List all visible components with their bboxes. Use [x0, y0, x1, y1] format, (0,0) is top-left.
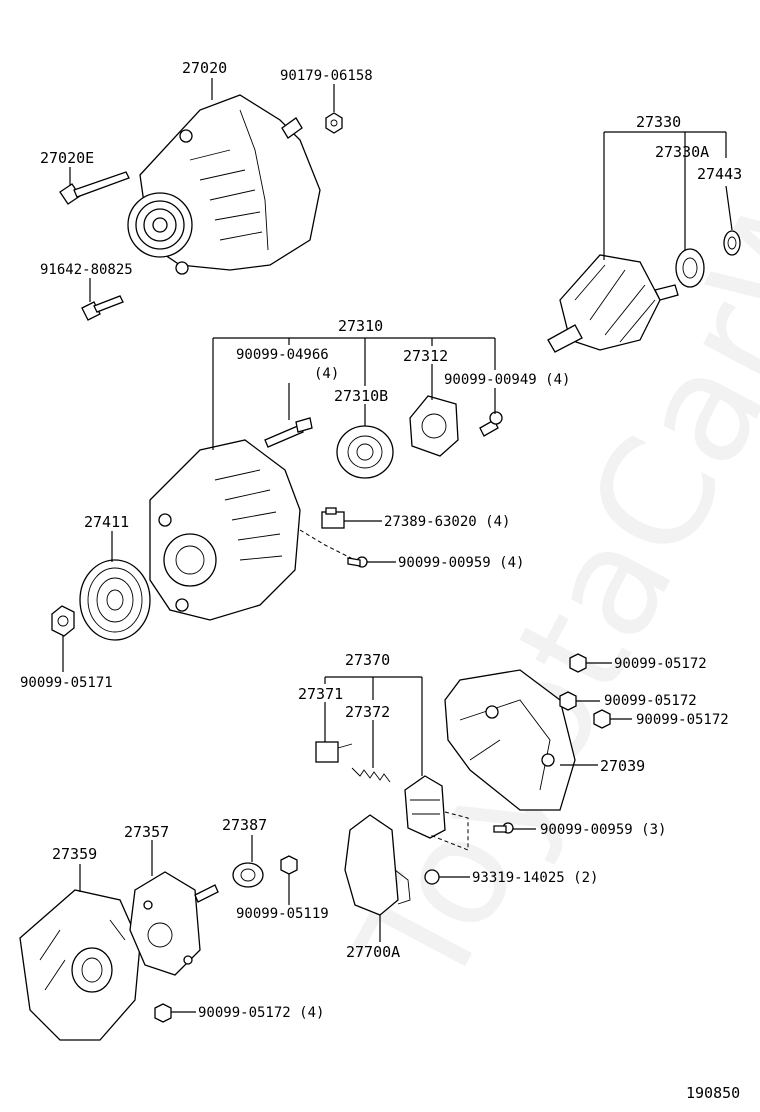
brush-holder-27370	[404, 775, 446, 839]
label-27371: 27371	[298, 685, 344, 703]
screw-90099-00959-upper	[347, 556, 368, 568]
nut-90099-05119	[280, 855, 298, 875]
drive-end-frame	[149, 439, 301, 621]
label-27020e: 27020E	[40, 149, 95, 167]
label-27700a: 27700A	[346, 943, 401, 961]
retainer-plate-27312	[409, 395, 459, 457]
rectifier-27357	[129, 871, 219, 976]
label-27312: 27312	[403, 347, 449, 365]
label-90099-05172-d: 90099-05172 (4)	[198, 1005, 325, 1021]
screw-90099-00959-lower	[493, 822, 514, 834]
nut-90099-05172-bottom	[154, 1003, 172, 1023]
label-90099-00949: 90099-00949 (4)	[444, 372, 571, 388]
label-27357: 27357	[124, 823, 170, 841]
label-93319-14025: 93319-14025 (2)	[472, 870, 599, 886]
label-27389-63020: 27389-63020 (4)	[384, 514, 511, 530]
label-27372: 27372	[345, 703, 391, 721]
terminal-insulator-27387	[232, 862, 264, 888]
label-27330a: 27330A	[655, 143, 710, 161]
label-27370: 27370	[345, 651, 391, 669]
label-90099-00959-upper: 90099-00959 (4)	[398, 555, 525, 571]
label-90099-05172-b: 90099-05172	[604, 693, 697, 709]
label-90099-05172-c: 90099-05172	[636, 712, 729, 728]
diagram-id: 190850	[686, 1084, 741, 1102]
leader-lines	[62, 78, 733, 1013]
bolt-27020e	[59, 171, 130, 205]
label-27387: 27387	[222, 816, 268, 834]
alternator-assembly	[127, 94, 321, 275]
nut-90099-05171	[51, 605, 75, 637]
bearing-27310b	[336, 425, 394, 479]
label-27330: 27330	[636, 113, 682, 131]
stud-90099-04966	[264, 417, 313, 448]
label-90179-06158: 90179-06158	[280, 68, 373, 84]
label-90099-05119: 90099-05119	[236, 906, 329, 922]
label-91642-80825: 91642-80825	[40, 262, 133, 278]
label-27359: 27359	[52, 845, 98, 863]
nuts-90099-05172-group	[559, 653, 611, 729]
label-90099-00959-lower: 90099-00959 (3)	[540, 822, 667, 838]
spring-27372	[351, 767, 391, 783]
bolt-91642-80825	[81, 295, 124, 321]
rear-frame-27359	[19, 889, 141, 1041]
label-90099-04966: 90099-04966	[236, 347, 329, 363]
label-27443: 27443	[697, 165, 743, 183]
label-27020: 27020	[182, 59, 228, 77]
screw-93319-14025	[424, 869, 440, 885]
regulator-27700a	[344, 814, 411, 916]
label-90099-05171: 90099-05171	[20, 675, 113, 691]
label-27310: 27310	[338, 317, 384, 335]
insulator-27389-63020	[321, 507, 345, 529]
label-27039: 27039	[600, 757, 646, 775]
rear-end-cover-27039	[444, 669, 576, 811]
screw-90099-00949	[479, 411, 503, 437]
brush-27371	[315, 741, 353, 763]
label-27310b: 27310B	[334, 387, 389, 405]
nut-90179-06158	[325, 112, 343, 134]
label-90099-04966-qty: (4)	[314, 366, 340, 382]
rotor-assembly	[547, 230, 741, 353]
label-90099-05172-a: 90099-05172	[614, 656, 707, 672]
pulley-27411	[79, 559, 151, 641]
label-27411: 27411	[84, 513, 130, 531]
